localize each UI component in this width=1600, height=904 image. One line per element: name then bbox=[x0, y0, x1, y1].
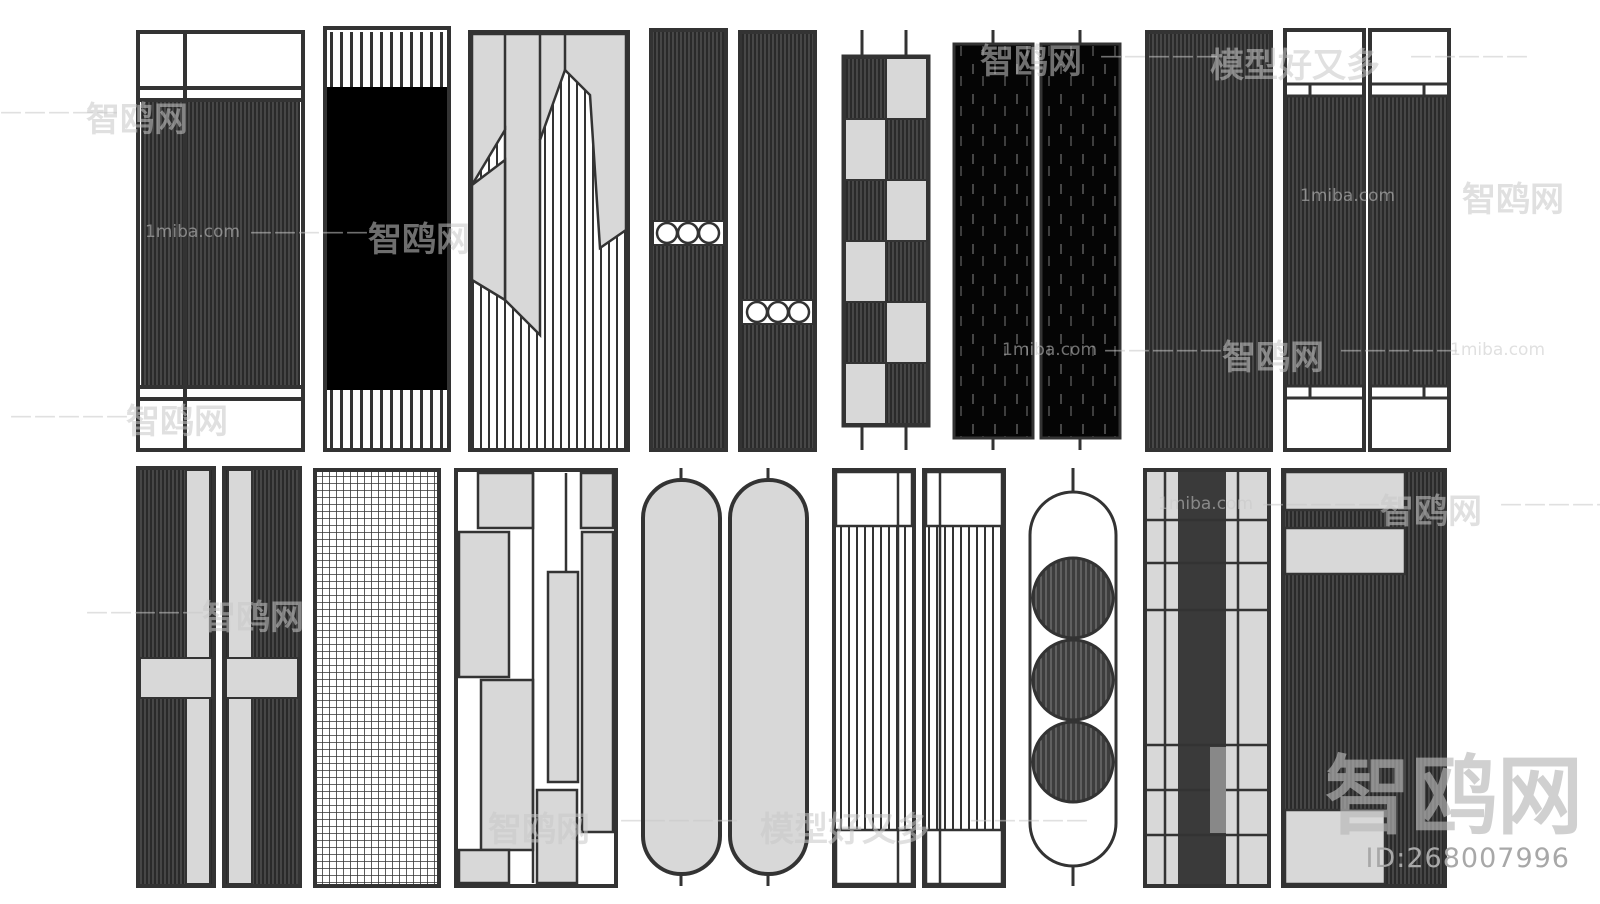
panel-07-black-speckle-left bbox=[952, 30, 1035, 450]
panel-03-leaf-gray bbox=[468, 30, 630, 452]
checker-slat-square bbox=[844, 57, 887, 120]
panel-16-capsule-left bbox=[641, 468, 722, 886]
asset-id-label: ID:268007996 bbox=[1365, 843, 1570, 874]
checker-gray-square bbox=[844, 362, 887, 425]
checker-slat-square bbox=[885, 362, 928, 425]
checker-slat-square bbox=[885, 240, 928, 303]
panel-18-bars-left bbox=[832, 468, 916, 888]
panel-01-lattice-frame bbox=[136, 30, 305, 452]
panel-19-bars-right bbox=[922, 468, 1006, 888]
panel-06-checker-hanging bbox=[841, 30, 931, 450]
panel-11-grid-slat-right bbox=[1368, 28, 1451, 452]
panel-22-gray-blocks-slats bbox=[1281, 468, 1447, 888]
panel-09-dark-slats bbox=[1145, 30, 1273, 452]
checker-slat-square bbox=[844, 301, 887, 364]
checker-slat-square bbox=[885, 118, 928, 181]
panel-10-grid-slat-left bbox=[1283, 28, 1366, 452]
panel-02-black-center bbox=[323, 26, 451, 452]
checker-slat-square bbox=[844, 179, 887, 242]
checker-gray-square bbox=[844, 118, 887, 181]
panel-13-cross-right bbox=[222, 466, 302, 888]
checker-gray-square bbox=[885, 179, 928, 242]
panel-04-circles-high bbox=[649, 28, 728, 452]
panel-12-cross-left bbox=[136, 466, 216, 888]
panel-14-mesh bbox=[313, 468, 441, 888]
panel-20-three-discs bbox=[1028, 468, 1118, 886]
checker-gray-square bbox=[885, 301, 928, 364]
checker-gray-square bbox=[844, 240, 887, 303]
panel-21-dark-stripe-grid bbox=[1143, 468, 1271, 888]
checker-gray-square bbox=[885, 57, 928, 120]
panel-08-black-speckle-right bbox=[1039, 30, 1122, 450]
panel-17-capsule-right bbox=[728, 468, 809, 886]
panel-15-mondrian-gray bbox=[454, 468, 618, 888]
panel-05-circles-low bbox=[738, 30, 817, 452]
